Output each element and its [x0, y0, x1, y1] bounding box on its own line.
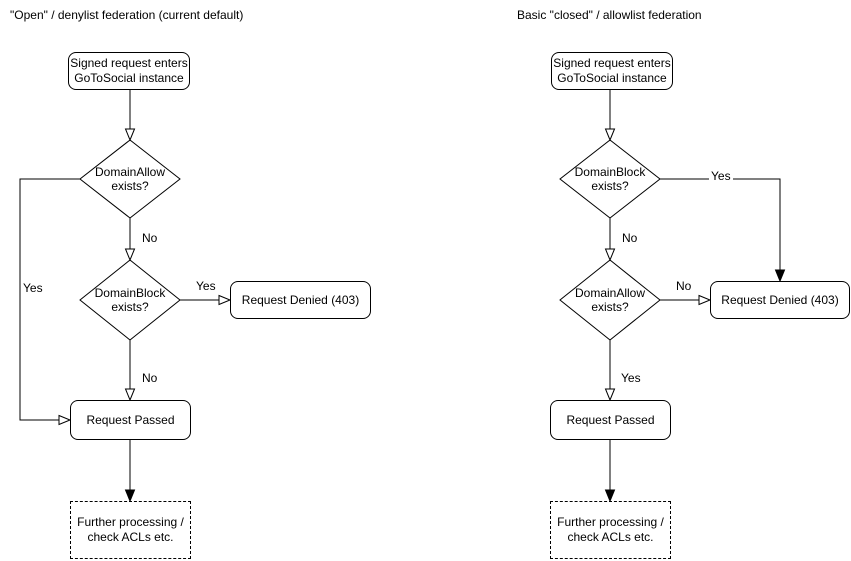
- edge-label-left-decision1-no: No: [142, 231, 158, 245]
- right-diagram-title: Basic "closed" / allowlist federation: [517, 8, 702, 22]
- right-domainblock-decision-shape: [559, 139, 661, 219]
- edge-label-right-decision1-yes: Yes: [709, 169, 733, 183]
- edge-label-left-decision2-yes: Yes: [196, 279, 216, 293]
- right-further-processing-node: Further processing / check ACLs etc.: [550, 501, 671, 559]
- right-request-denied-node: Request Denied (403): [710, 281, 850, 319]
- edge-label-right-decision2-yes: Yes: [621, 371, 641, 385]
- edge-right-decision1-yes-to-denied: [660, 178, 786, 283]
- left-diagram-title: "Open" / denylist federation (current de…: [10, 8, 244, 22]
- edge-label-left-decision2-no: No: [142, 371, 158, 385]
- left-further-processing-node: Further processing / check ACLs etc.: [70, 501, 191, 559]
- edge-label-right-decision1-no: No: [622, 231, 638, 245]
- right-request-passed-node: Request Passed: [550, 400, 671, 440]
- left-domainblock-decision-shape: [79, 259, 181, 341]
- left-request-passed-node: Request Passed: [70, 400, 191, 440]
- left-request-denied-node: Request Denied (403): [230, 281, 371, 319]
- right-domainallow-decision-shape: [559, 259, 661, 341]
- edge-label-left-decision1-yes: Yes: [23, 281, 43, 295]
- left-start-node: Signed request enters GoToSocial instanc…: [68, 52, 190, 90]
- right-start-node: Signed request enters GoToSocial instanc…: [551, 52, 673, 90]
- edge-left-decision1-yes-to-passed: [19, 178, 80, 426]
- edge-label-right-decision2-no: No: [676, 279, 692, 293]
- left-domainallow-decision-shape: [79, 139, 181, 219]
